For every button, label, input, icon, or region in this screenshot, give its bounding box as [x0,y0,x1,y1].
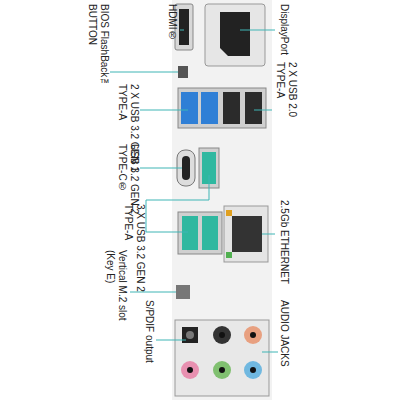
audio-jack-green [213,361,231,379]
usb-black-port [223,92,240,124]
leader-line [262,352,278,353]
port-label: S/PDIF output [141,300,155,390]
usb-teal-port [202,216,218,250]
ethernet-led [226,252,232,258]
jack-hole [250,367,256,373]
spdif-port [182,327,198,343]
port-label: HDMI® [164,4,178,64]
usb-stack [178,88,266,128]
jack-hole [219,367,225,373]
leader-line [254,110,272,111]
port-label: AUDIO JACKS [276,300,290,390]
port-label: 2.5Gb ETHERNET [276,200,290,296]
leader-line [146,175,209,232]
audio-block [175,320,269,396]
audio-jack-blue [244,361,262,379]
leader-line [110,72,178,73]
jack-hole [250,332,256,338]
port-label: 2 X USB 2.0 TYPE-A [272,62,298,148]
jack-hole [219,332,225,338]
ethernet-socket [232,216,262,252]
port-label: Vertical M.2 slot (Key E) [100,250,128,340]
audio-jack-orange [244,326,262,344]
audio-jack-black [213,326,231,344]
leader-line [140,110,188,111]
usb-black-port [245,92,262,124]
usb-blue-port [181,92,198,124]
leader-line [140,168,182,169]
usb-teal-port [182,216,198,250]
displayport-housing [205,4,265,66]
leader-line [156,340,186,341]
leader-line [262,234,275,235]
port-label: BIOS FlashBack™ BUTTON [84,4,110,90]
leader-line [180,30,184,31]
audio-jack-pink [181,361,199,379]
ethernet-led [226,210,232,216]
ethernet-housing [224,206,268,262]
usb-blue-port [201,92,218,124]
hdmi-socket [179,9,189,45]
spdif-lens [186,331,194,339]
displayport-socket [220,12,250,56]
usb-housing [178,212,222,254]
bios-button [178,66,188,78]
leader-line [240,30,275,31]
m2-slot [176,285,190,299]
jack-hole [187,367,193,373]
usb-c-socket [182,156,190,180]
